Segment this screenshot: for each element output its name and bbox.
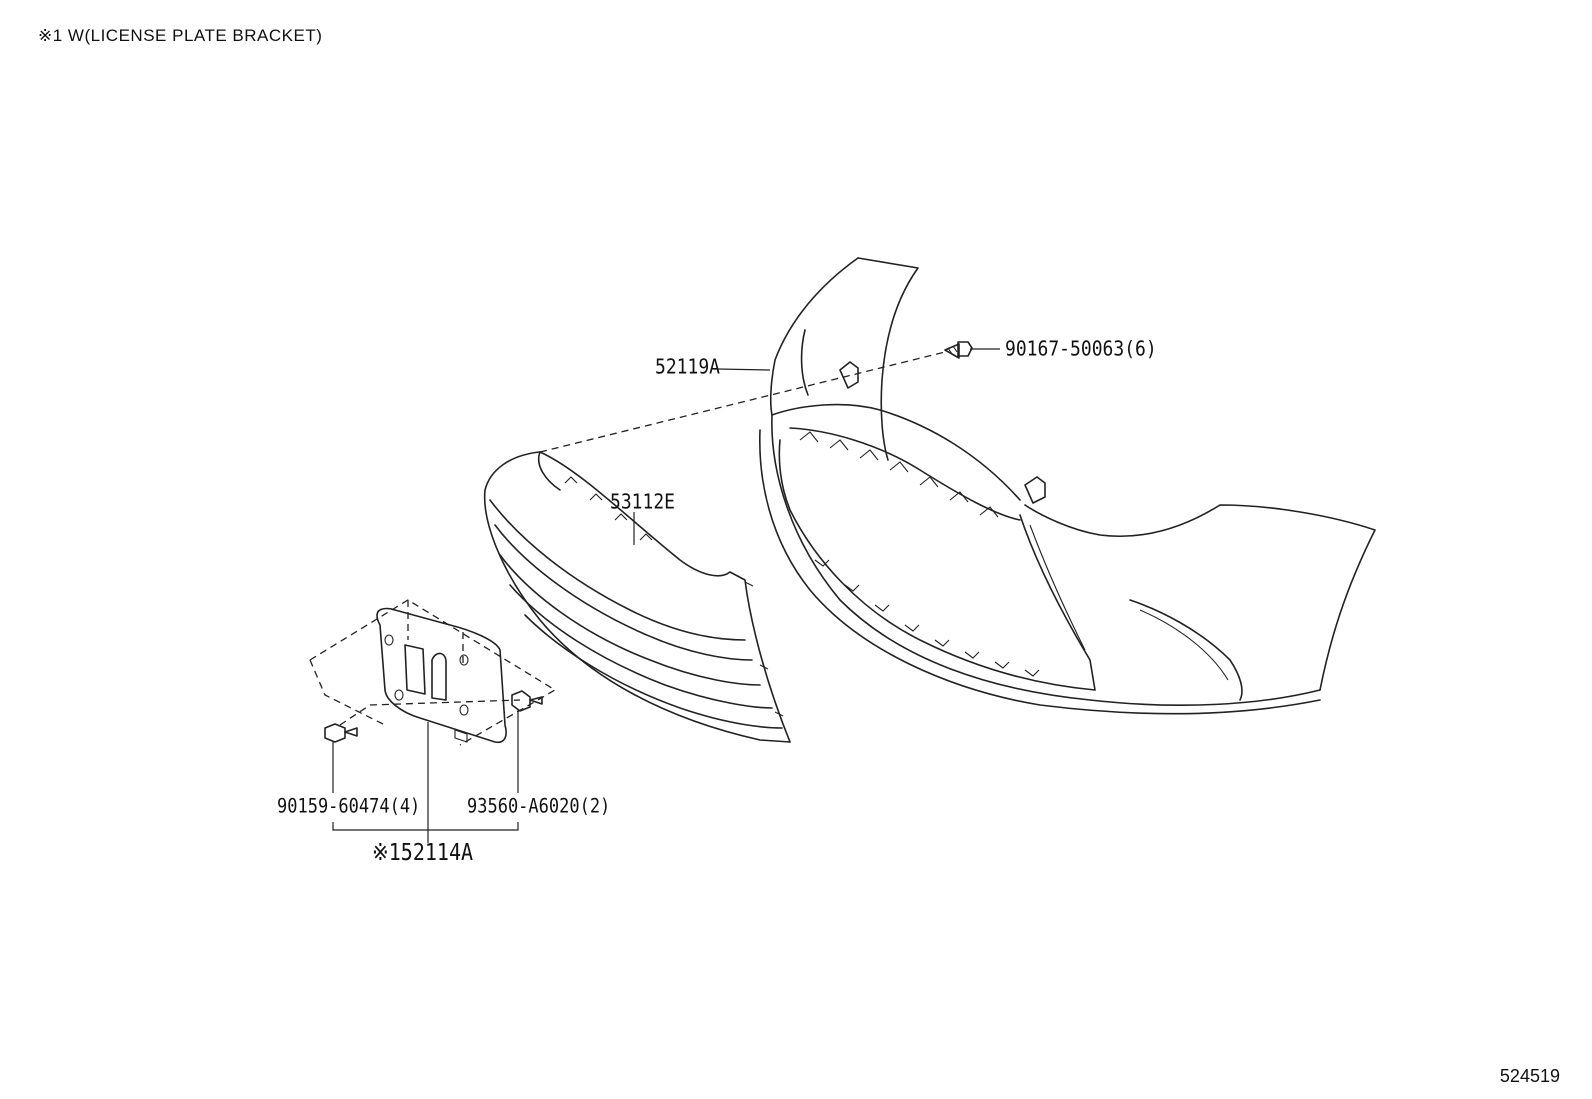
figure-id: 524519 <box>1499 1066 1560 1086</box>
assembly-dash-line <box>539 351 946 453</box>
label-grille: 53112E <box>610 490 676 515</box>
bumper-screw-drawing <box>944 341 973 359</box>
label-bumper-screw: 90167-50063(6) <box>1005 337 1157 362</box>
grille-drawing <box>483 451 791 743</box>
leader-lines <box>332 348 1000 843</box>
label-bumper-cover: 52119A <box>655 355 721 380</box>
label-license-bracket: ※152114A <box>372 838 474 866</box>
label-bracket-screw: 93560-A6020(2) <box>467 795 611 818</box>
bracket-screw-drawing <box>511 690 543 712</box>
license-bracket-drawing <box>309 599 557 746</box>
bumper-cover-drawing <box>758 257 1376 715</box>
label-bracket-bolt: 90159-60474(4) <box>277 795 421 818</box>
bracket-bolt-drawing <box>324 723 358 743</box>
header-note: ※1 W(LICENSE PLATE BRACKET) <box>38 26 323 45</box>
